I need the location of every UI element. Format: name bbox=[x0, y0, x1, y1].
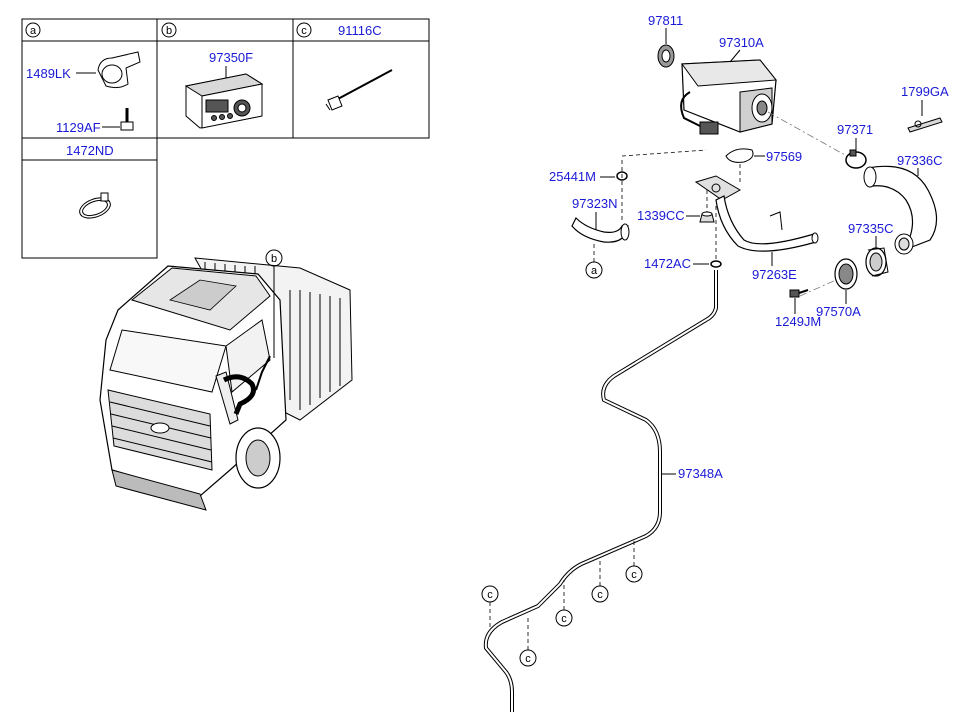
grommet-part bbox=[657, 44, 675, 68]
c-callout-1: c bbox=[631, 569, 637, 581]
exhaust-bracket bbox=[694, 175, 742, 201]
cable-tie-part bbox=[325, 69, 393, 111]
part-label-97323N[interactable]: 97323N bbox=[572, 196, 618, 211]
hose-clamp-part bbox=[79, 192, 111, 219]
truck-callout-letter: b bbox=[271, 253, 277, 265]
c-callout-5: c bbox=[487, 589, 493, 601]
heater-unit bbox=[680, 59, 777, 135]
part-label-1249JM[interactable]: 1249JM bbox=[775, 314, 821, 329]
part-label-97569[interactable]: 97569 bbox=[766, 149, 802, 164]
exhaust-pipe-97263E bbox=[715, 195, 819, 252]
part-label-97348A[interactable]: 97348A bbox=[678, 466, 723, 481]
legend-box-c: c 91116C bbox=[296, 22, 393, 111]
part-label-97371[interactable]: 97371 bbox=[837, 122, 873, 137]
part-label-97335C[interactable]: 97335C bbox=[848, 221, 894, 236]
callout-letter-a-main: a bbox=[591, 265, 598, 277]
screw-1249JM bbox=[789, 289, 809, 298]
truck-grille bbox=[107, 389, 213, 471]
part-label-97263E[interactable]: 97263E bbox=[752, 267, 797, 282]
callout-letter-b: b bbox=[166, 25, 172, 37]
callout-circle-a-main bbox=[585, 261, 603, 279]
truck-illustration: b bbox=[99, 249, 353, 511]
c-callouts: c c c c c bbox=[481, 538, 643, 667]
vent-97570A bbox=[834, 258, 858, 290]
clamp-part bbox=[97, 51, 141, 89]
nut-1339CC bbox=[699, 211, 715, 223]
c-callout-4: c bbox=[525, 653, 531, 665]
part-label-25441M[interactable]: 25441M bbox=[549, 169, 596, 184]
callout-circle-c bbox=[296, 22, 312, 38]
gasket-part bbox=[725, 148, 754, 163]
truck-callout-circle bbox=[265, 249, 283, 267]
part-label-97310A[interactable]: 97310A bbox=[719, 35, 764, 50]
duct-hose-97336C bbox=[863, 165, 938, 255]
part-label-1339CC[interactable]: 1339CC bbox=[637, 208, 685, 223]
part-label-1129AF[interactable]: 1129AF bbox=[56, 120, 101, 135]
part-label-97336C[interactable]: 97336C bbox=[897, 153, 943, 168]
c-callout-3: c bbox=[561, 613, 567, 625]
part-label-1472ND[interactable]: 1472ND bbox=[66, 143, 114, 158]
callout-circle-a bbox=[25, 22, 41, 38]
hose-clamp-97371 bbox=[845, 149, 867, 169]
adapter-97335C bbox=[865, 247, 889, 277]
legend-box-b: b 97350F bbox=[161, 22, 264, 129]
part-label-1799GA[interactable]: 1799GA bbox=[901, 84, 949, 99]
callout-letter-c: c bbox=[301, 25, 307, 37]
part-label-91116C[interactable]: 91116C bbox=[338, 23, 382, 38]
legend-table bbox=[21, 18, 430, 259]
strap-part bbox=[907, 117, 943, 133]
part-label-97811[interactable]: 97811 bbox=[648, 13, 683, 28]
callout-letter-a: a bbox=[30, 25, 37, 37]
part-label-1472AC[interactable]: 1472AC bbox=[644, 256, 691, 271]
legend-box-a: a 1489LK 1129AF bbox=[25, 22, 141, 135]
bolt-part bbox=[120, 108, 134, 131]
part-label-97350F[interactable]: 97350F bbox=[209, 50, 253, 65]
fuel-hose-97323N bbox=[571, 216, 630, 243]
c-callout-2: c bbox=[597, 589, 603, 601]
callout-circle-b bbox=[161, 22, 177, 38]
clamp-1472AC bbox=[710, 260, 722, 268]
legend-box-d: 1472ND bbox=[66, 143, 114, 219]
fuel-line-97348A bbox=[483, 270, 718, 712]
part-label-1489LK[interactable]: 1489LK bbox=[26, 66, 71, 81]
part-label-97570A[interactable]: 97570A bbox=[816, 304, 861, 319]
controller-part bbox=[184, 73, 264, 129]
